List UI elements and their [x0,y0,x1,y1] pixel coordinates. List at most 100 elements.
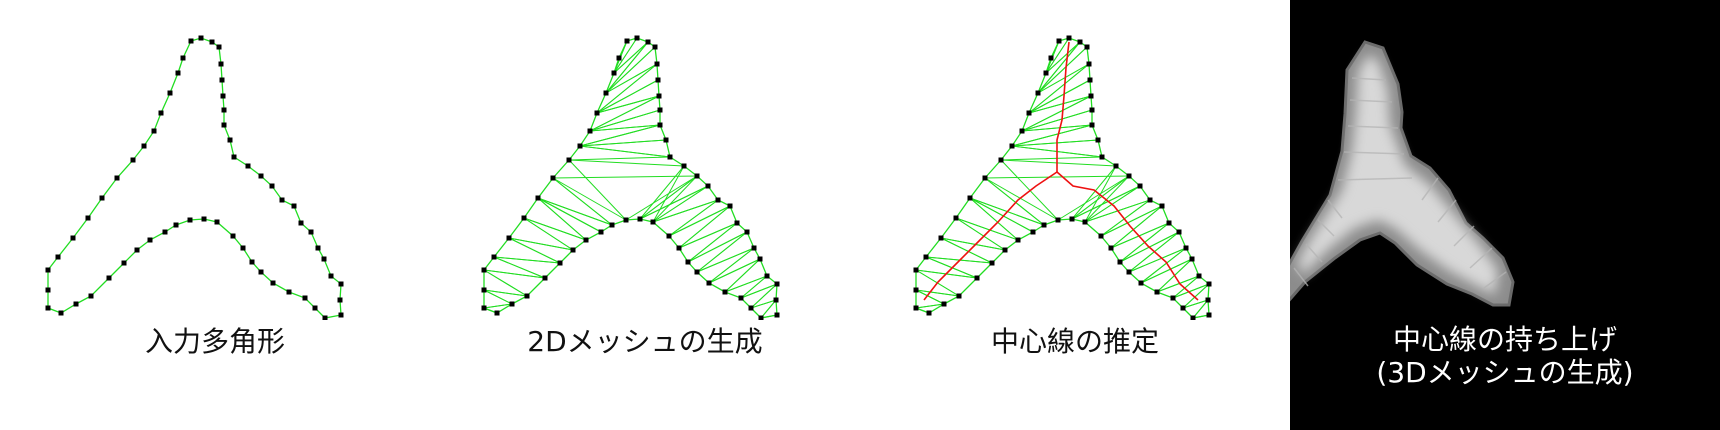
vertex-marker [73,301,79,307]
vertex-marker [337,297,343,303]
vertex-marker [1048,55,1054,61]
polygon-vertices [913,35,1212,320]
mesh-edge [1156,275,1200,293]
vertex-marker [1055,217,1061,223]
vertex-marker [655,77,661,83]
mesh-edge [483,269,546,279]
vertex-marker [481,267,487,273]
vertex-marker [221,107,227,113]
mesh-edge [483,303,513,309]
vertex-marker [70,235,76,241]
vertex-marker [656,93,662,99]
vertex-marker [1099,154,1105,160]
vertex-marker [926,310,932,316]
vertex-marker [594,110,600,116]
vertex-marker [624,38,630,44]
mesh-edge [568,159,627,221]
mesh-edge [955,217,1019,241]
vertex-marker [1180,305,1186,311]
vertex-marker [158,110,164,116]
vertex-marker [151,128,157,134]
vertex-marker [657,122,663,128]
vertex-marker [1159,203,1165,209]
vertex-marker [685,259,691,265]
vertex-marker [1126,269,1132,275]
vertex-marker [220,93,226,99]
vertex-marker [611,70,617,76]
vertex-marker [45,305,51,311]
vertex-marker [55,254,61,260]
mesh-edge [1021,124,1093,132]
vertex-marker [941,301,947,307]
vertex-marker [764,273,770,279]
centerline-segment [1056,41,1070,172]
vertex-marker [1088,93,1094,99]
polygon-vertices [45,35,344,320]
vertex-marker [666,233,672,239]
vertex-marker [188,38,194,44]
vertex-marker [1077,39,1083,45]
vertex-marker [258,269,264,275]
vertex-marker [1170,295,1176,301]
vertex-marker [302,295,308,301]
vertex-marker [650,219,656,225]
vertex-marker [521,215,527,221]
mesh-edge [483,289,513,305]
vertex-marker [744,229,750,235]
vertex-marker [751,245,757,251]
mesh-edge [760,299,777,319]
vertex-marker [637,216,643,222]
mesh-edge [1000,156,1103,161]
vertex-marker [1138,280,1144,286]
triangulation-edges [915,37,1210,319]
vertex-marker [130,157,136,163]
vertex-marker [173,222,179,228]
vertex-marker [147,237,153,243]
mesh-edge [639,165,685,220]
vertex-marker [1147,197,1153,203]
vertex-marker [328,273,334,279]
vertex-marker [923,254,929,260]
mesh-edge [1021,95,1092,132]
mesh-edge [508,237,574,251]
vertex-marker [1189,256,1195,262]
vertex-marker [663,137,669,143]
vertex-marker [676,245,682,251]
vertex-marker [681,163,687,169]
panel-2d-mesh: 2Dメッシュの生成 [430,0,860,430]
mesh-edge [589,95,660,132]
panel-input-polygon: 入力多角形 [0,0,430,430]
vertex-marker [506,235,512,241]
vertex-marker [542,275,548,281]
mesh-edge [696,231,748,273]
vertex-marker [1041,222,1047,228]
vertex-marker [654,61,660,67]
vertex-marker [1019,128,1025,134]
vertex-marker [322,315,328,320]
vertex-marker [1206,281,1212,287]
mesh-edge [652,185,709,223]
mesh-edge [915,289,945,305]
mesh-edge [483,289,528,297]
mesh-edge [1140,247,1187,284]
vertex-marker [491,254,497,260]
vertex-marker [249,259,255,265]
mesh-edge [678,205,731,249]
vertex-marker [705,183,711,189]
mesh-edge [696,247,755,273]
caption-centerline: 中心線の推定 [990,325,1159,358]
vertex-marker [230,233,236,239]
mesh-edge [1128,247,1187,273]
mesh-edge [508,237,561,264]
vertex-marker [1069,216,1075,222]
vertex-marker [1206,312,1212,318]
vertex-marker [1002,247,1008,253]
vertex-marker [566,157,572,163]
mesh-edge [568,159,685,167]
vertex-marker [727,203,733,209]
mesh-edge [493,256,546,279]
vertex-marker [279,197,285,203]
mesh-edge [613,37,638,74]
vertex-marker [774,312,780,318]
caption-input-polygon: 入力多角形 [144,325,285,358]
